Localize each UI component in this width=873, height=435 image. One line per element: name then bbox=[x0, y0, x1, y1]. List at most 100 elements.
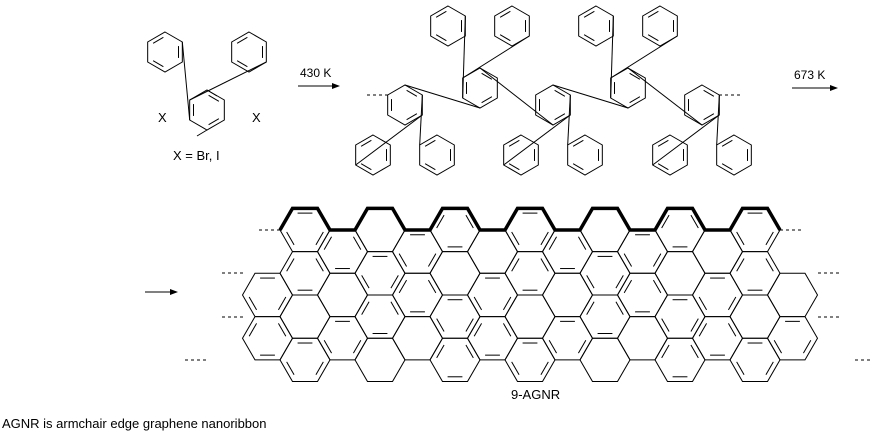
step1-condition: 430 K bbox=[300, 66, 332, 80]
gnr-ring bbox=[354, 337, 406, 383]
polymer-phenyl bbox=[503, 134, 539, 176]
double-bond-line bbox=[152, 60, 164, 68]
double-bond-line bbox=[390, 275, 399, 289]
double-bond-line bbox=[481, 96, 493, 104]
monomer-x-right: X bbox=[252, 110, 261, 125]
aryl-bond bbox=[716, 94, 720, 146]
double-bond-line bbox=[508, 163, 520, 171]
double-bond-line bbox=[424, 163, 436, 171]
double-bond-line bbox=[540, 258, 549, 272]
double-bond-line bbox=[436, 214, 445, 229]
double-bond-line bbox=[615, 275, 624, 289]
double-bond-line bbox=[802, 340, 812, 354]
polymer-backbone-bond bbox=[552, 84, 629, 109]
gnr-ring bbox=[654, 294, 706, 339]
aryl-bond bbox=[567, 94, 571, 146]
gnr-ring bbox=[579, 337, 631, 383]
gnr-ring bbox=[429, 294, 481, 339]
double-bond-line bbox=[398, 279, 408, 294]
double-bond-line bbox=[481, 72, 493, 80]
double-bond-line bbox=[398, 253, 408, 267]
double-bond-line bbox=[736, 231, 745, 246]
double-bond-line bbox=[661, 344, 670, 359]
double-bond-line bbox=[765, 258, 774, 272]
double-bond-line bbox=[623, 279, 633, 294]
double-bond-line bbox=[629, 72, 641, 80]
gnr-ring bbox=[654, 337, 706, 383]
polymer-phenyl bbox=[494, 5, 530, 47]
step1-arrow-head bbox=[332, 83, 340, 89]
gnr-ring bbox=[429, 251, 481, 296]
double-bond-line bbox=[208, 94, 220, 102]
double-bond-line bbox=[773, 340, 783, 354]
gnr-ring bbox=[579, 294, 631, 339]
double-bond-line bbox=[473, 296, 483, 311]
double-bond-line bbox=[406, 89, 418, 97]
step2-condition: 673 K bbox=[794, 68, 826, 82]
double-bond-line bbox=[647, 34, 659, 42]
double-bond-line bbox=[208, 118, 220, 126]
double-bond-line bbox=[323, 236, 333, 250]
gnr-ring bbox=[354, 251, 406, 296]
double-bond-line bbox=[352, 340, 362, 354]
double-bond-line bbox=[586, 301, 595, 315]
gnr-ring bbox=[241, 316, 294, 361]
double-bond-line bbox=[152, 36, 164, 44]
double-bond-line bbox=[721, 163, 733, 171]
double-bond-line bbox=[286, 258, 295, 272]
gnr-ring bbox=[766, 316, 819, 361]
polymer-phenyl bbox=[642, 5, 678, 47]
double-bond-line bbox=[286, 231, 295, 246]
double-bond-line bbox=[360, 139, 372, 147]
double-bond-line bbox=[629, 96, 641, 104]
double-bond-line bbox=[465, 344, 474, 359]
double-bond-line bbox=[511, 361, 520, 376]
double-bond-line bbox=[427, 279, 437, 294]
double-bond-line bbox=[315, 258, 324, 272]
double-bond-line bbox=[248, 296, 258, 311]
gnr-ring bbox=[279, 294, 331, 339]
polymer-phenyl bbox=[716, 134, 752, 176]
double-bond-line bbox=[473, 323, 483, 337]
double-bond-line bbox=[647, 10, 659, 18]
polymer-backbone-bond bbox=[627, 67, 703, 126]
polymer-phenyl bbox=[578, 5, 614, 47]
double-bond-line bbox=[502, 296, 512, 311]
aryl-bond bbox=[610, 15, 614, 99]
double-bond-line bbox=[315, 361, 324, 376]
gnr-ring bbox=[654, 251, 706, 296]
double-bond-line bbox=[499, 34, 511, 42]
double-bond-line bbox=[465, 214, 474, 229]
polymer-phenyl bbox=[355, 134, 391, 176]
gnr-ring bbox=[241, 272, 294, 318]
double-bond-line bbox=[361, 301, 370, 315]
monomer-central-ring bbox=[189, 89, 225, 131]
double-bond-line bbox=[652, 279, 662, 294]
double-bond-line bbox=[548, 340, 558, 354]
gnr-ring bbox=[541, 272, 594, 318]
aryl-bond bbox=[419, 94, 423, 146]
double-bond-line bbox=[236, 60, 248, 68]
double-bond-line bbox=[736, 361, 745, 376]
gnr-ring bbox=[429, 337, 481, 383]
gnr-ring bbox=[616, 272, 669, 318]
double-bond-line bbox=[511, 231, 520, 246]
double-bond-line bbox=[554, 113, 566, 121]
gnr-ring bbox=[691, 229, 744, 274]
gnr-ring bbox=[466, 316, 519, 361]
aryl-bond bbox=[462, 15, 466, 99]
double-bond-line bbox=[323, 340, 333, 354]
monomer-aryl-bond bbox=[189, 61, 267, 101]
double-bond-line bbox=[390, 301, 399, 315]
double-bond-line bbox=[406, 113, 418, 121]
polymer-backbone-ring bbox=[610, 67, 646, 109]
double-bond-line bbox=[765, 231, 774, 246]
double-bond-line bbox=[361, 275, 370, 289]
aryl-bond bbox=[610, 35, 678, 79]
gnr-ring bbox=[316, 272, 369, 318]
gnr-ring bbox=[616, 229, 669, 274]
double-bond-line bbox=[703, 89, 715, 97]
double-bond-line bbox=[360, 163, 372, 171]
step3-arrow-head bbox=[170, 289, 178, 295]
